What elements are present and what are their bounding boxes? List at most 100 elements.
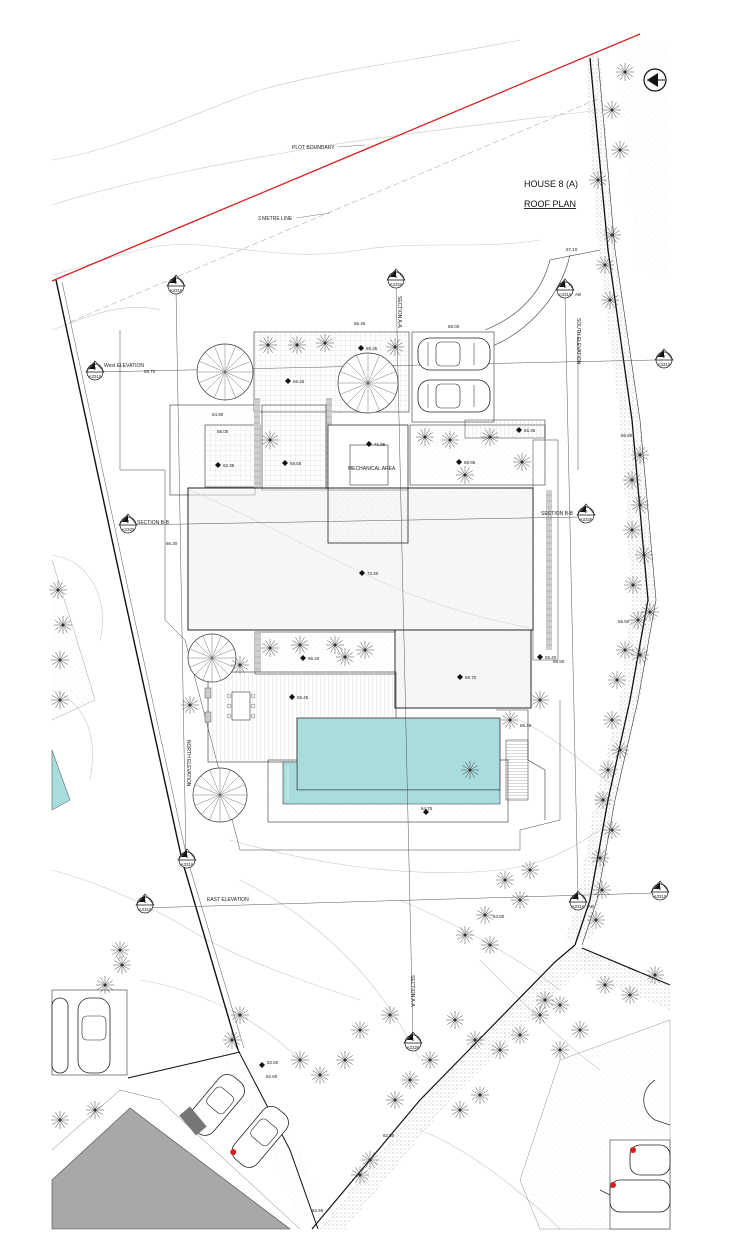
- shrub: [594, 791, 612, 809]
- shrub: [611, 741, 629, 759]
- chair: [226, 693, 232, 699]
- shrub: [336, 1051, 354, 1069]
- level-marker: 63.80: [493, 914, 505, 919]
- marker-reference: A3315: [657, 362, 671, 367]
- marker-reference: A3316: [558, 292, 572, 297]
- level-marker: 65.40: [300, 655, 320, 661]
- shrub: [51, 691, 69, 709]
- shrub: [456, 466, 474, 484]
- car-se-1: [629, 1144, 671, 1176]
- tree-canopy: [337, 352, 399, 414]
- shrub: [621, 986, 639, 1004]
- car-bottom-2: [230, 1106, 289, 1168]
- level-marker: 65.00: [217, 429, 229, 434]
- section-lines: [94, 284, 656, 1041]
- marker-number: 2: [127, 519, 130, 524]
- shrub: [336, 648, 354, 666]
- shrub: [351, 1021, 369, 1039]
- planter-box: [204, 711, 212, 723]
- shrub: [536, 991, 554, 1009]
- marker-reference: A3316: [169, 288, 183, 293]
- svg-text:66.80: 66.80: [621, 433, 633, 438]
- svg-text:62.50: 62.50: [267, 1060, 279, 1065]
- level-marker: 65.45: [285, 378, 305, 384]
- svg-text:65.50: 65.50: [618, 619, 630, 624]
- section-aa-label-top: SECTION A-A: [396, 296, 402, 328]
- shrub: [599, 761, 617, 779]
- shrub: [361, 1151, 379, 1169]
- svg-text:65.70: 65.70: [144, 369, 156, 374]
- shrub: [623, 471, 641, 489]
- shrub: [587, 911, 605, 929]
- shrub: [386, 1091, 404, 1109]
- shrub: [511, 1026, 529, 1044]
- east-planting-strip: [565, 55, 655, 940]
- east-boundary-inner: [581, 57, 657, 946]
- car-neighbour-2: [51, 997, 69, 1074]
- svg-text:65.40: 65.40: [308, 656, 320, 661]
- shrub: [416, 428, 434, 446]
- shrub: [496, 871, 514, 889]
- shrub: [629, 611, 647, 629]
- shrub: [551, 1041, 569, 1059]
- stone-wall-east: [546, 490, 552, 650]
- svg-text:65.35: 65.35: [366, 346, 378, 351]
- svg-text:62.50: 62.50: [312, 1208, 324, 1213]
- shrub: [631, 646, 649, 664]
- shrub: [571, 1021, 589, 1039]
- shrub: [476, 906, 494, 924]
- svg-text:68.70: 68.70: [465, 675, 477, 680]
- shrub: [401, 1071, 419, 1089]
- shrub: [481, 936, 499, 954]
- shrub: [596, 256, 614, 274]
- gate-post: [179, 1106, 207, 1136]
- car-se-2: [609, 1179, 671, 1213]
- tree-canopy: [187, 633, 237, 683]
- shrub: [646, 966, 664, 984]
- marker-reference: A3326: [389, 282, 403, 287]
- marker-reference: A3326: [579, 517, 593, 522]
- side-garden-east: [532, 439, 559, 661]
- neighbour-curve: [643, 1079, 671, 1126]
- shrub: [603, 711, 621, 729]
- shrub: [623, 521, 641, 539]
- shrub: [635, 546, 653, 564]
- svg-text:65.45: 65.45: [520, 723, 532, 728]
- level-marker: 65.45: [289, 694, 309, 700]
- mechanical-area-label: MECHANICAL AREA: [348, 466, 396, 472]
- shrub: [471, 1086, 489, 1104]
- marker-number: 1: [659, 886, 662, 891]
- shrub: [326, 636, 344, 654]
- level-marker: 62.50: [383, 1133, 395, 1138]
- shrub: [54, 616, 72, 634]
- marker-number: 2: [564, 284, 567, 289]
- chair: [250, 693, 256, 699]
- svg-text:63.80: 63.80: [493, 914, 505, 919]
- shrub: [181, 696, 199, 714]
- svg-text:68.95: 68.95: [464, 460, 476, 465]
- shrub: [521, 861, 539, 879]
- marker-number: 1: [412, 1037, 415, 1042]
- svg-text:65.45: 65.45: [297, 695, 309, 700]
- marker-suffix: AB: [588, 904, 594, 909]
- pool-side-wall: [496, 709, 546, 820]
- level-marker: 72.20: [359, 570, 379, 576]
- level-marker: 65.40: [537, 654, 557, 660]
- marker-suffix: AB: [575, 292, 581, 297]
- shrub: [231, 1006, 249, 1024]
- marker-number: 1: [144, 899, 147, 904]
- level-marker: 66.80: [621, 433, 633, 438]
- stone-wall-3: [255, 632, 261, 672]
- marker-reference: A3316: [571, 904, 585, 909]
- marker-number: 2: [663, 354, 666, 359]
- svg-text:68.00: 68.00: [448, 324, 460, 329]
- svg-text:71.85: 71.85: [374, 442, 386, 447]
- svg-text:65.45: 65.45: [293, 379, 305, 384]
